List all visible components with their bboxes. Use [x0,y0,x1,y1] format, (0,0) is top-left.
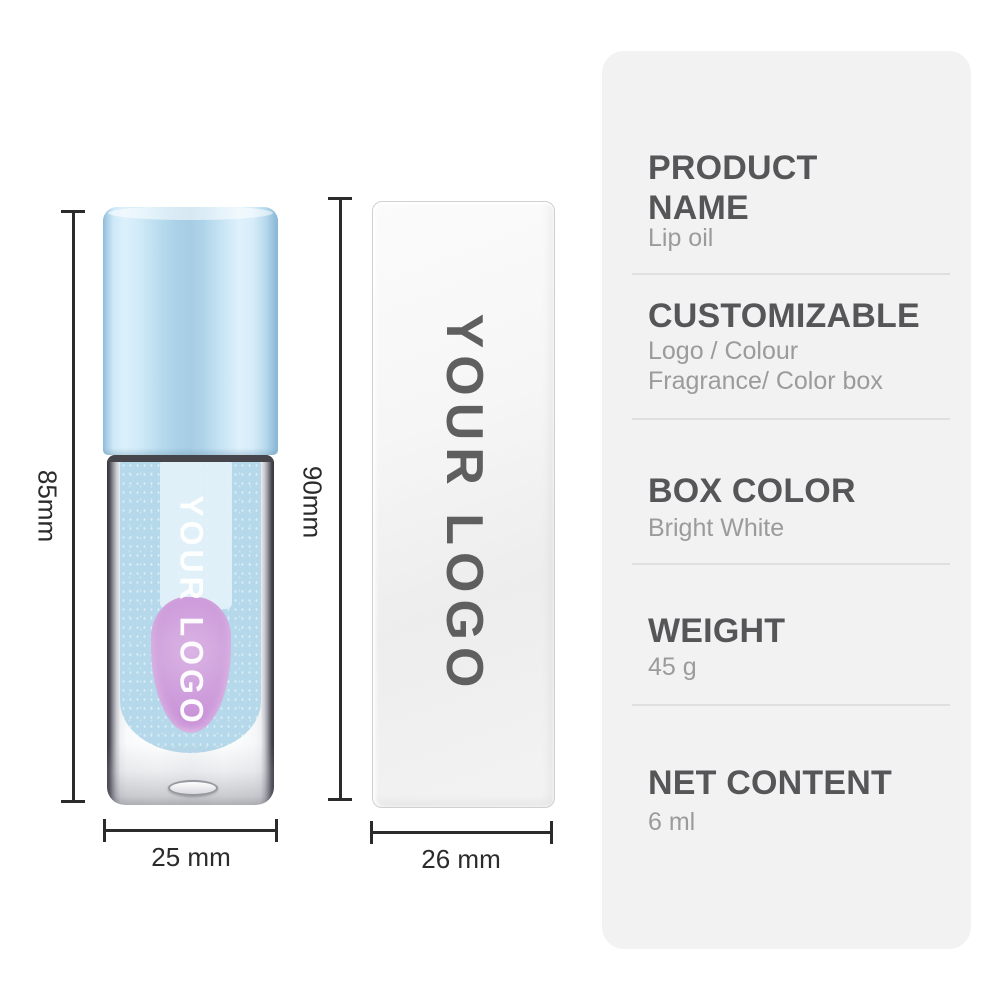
spec-title-box-color: BOX COLOR [648,472,856,510]
bottle-neck-rim [107,455,274,462]
dimension-cap-bottom [328,798,352,801]
applicator-tip [150,597,231,733]
bottle-body: YOUR LOGO [107,455,274,805]
dimension-tick-left [370,821,373,844]
spec-value-customizable: Logo / Colour Fragrance/ Color box [648,337,883,395]
bottle-width-label: 25 mm [151,842,231,872]
bottle-logo-text: YOUR LOGO [173,495,209,727]
spec-divider [632,418,950,420]
box-height-label: 90mm [297,465,328,539]
bottle-height-label: 85mm [32,469,63,543]
packaging-box: YOUR LOGO [372,201,555,808]
dimension-tick-right [275,819,278,842]
spec-title-customizable: CUSTOMIZABLE [648,297,920,335]
spec-panel: PRODUCT NAME Lip oil CUSTOMIZABLE Logo /… [602,51,971,949]
dimension-cap-top [328,197,352,200]
bottle-base-dimple [167,780,218,796]
spec-title-product-name: PRODUCT NAME [648,149,818,227]
dimension-line [72,211,75,803]
applicator-wand [159,461,232,609]
bottle-cap [103,206,278,455]
spec-title-net-content: NET CONTENT [648,764,892,802]
box-logo-text: YOUR LOGO [434,313,493,695]
dimension-cap-bottom [61,800,85,803]
spec-value-product-name: Lip oil [648,224,714,252]
dimension-cap-top [61,210,85,213]
spec-value-weight: 45 g [648,653,697,681]
dimension-line [371,831,553,834]
spec-divider [632,704,950,706]
dimension-line [339,198,342,801]
dimension-tick-right [550,821,553,844]
box-width-label: 26 mm [421,844,501,874]
spec-title-weight: WEIGHT [648,612,786,650]
spec-divider [632,273,950,275]
spec-divider [632,563,950,565]
dimension-tick-left [103,819,106,842]
spec-value-box-color: Bright White [648,514,785,542]
dimension-line [104,829,278,832]
spec-value-net-content: 6 ml [648,808,696,836]
